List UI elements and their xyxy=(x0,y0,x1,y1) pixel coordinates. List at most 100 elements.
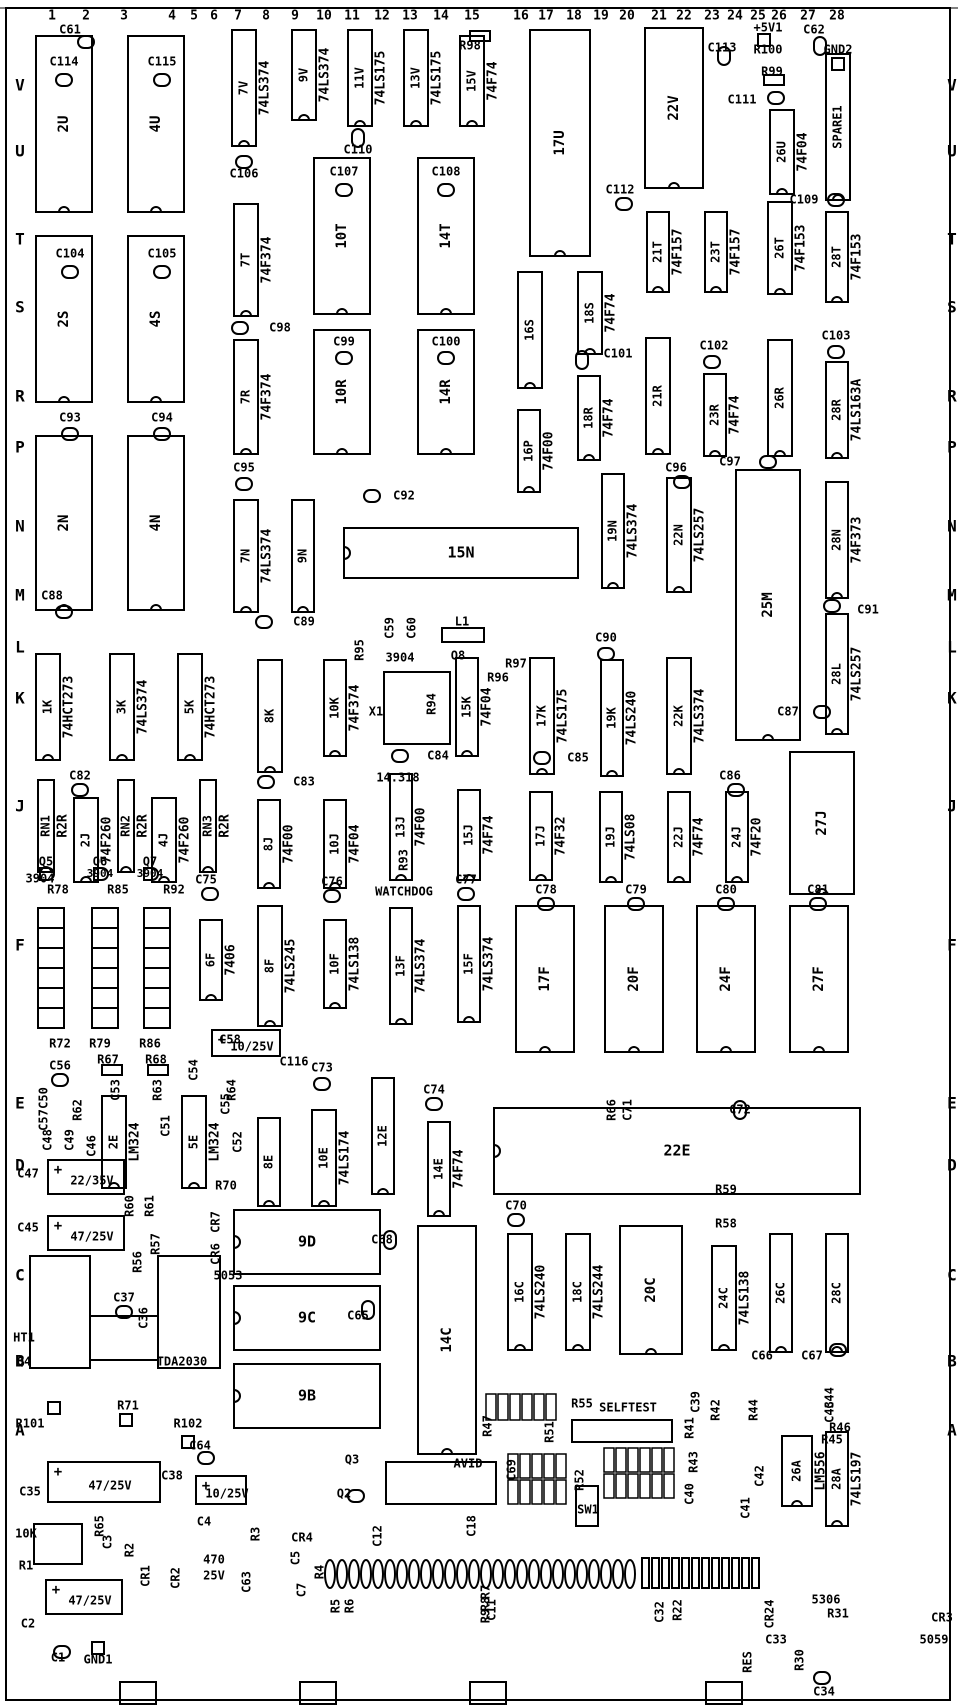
component-cr4: CR4 xyxy=(291,1531,313,1545)
chip-type: 74F153 xyxy=(794,225,809,272)
component-gnd2: GND2 xyxy=(824,43,852,71)
component-c43: C43 xyxy=(823,1401,837,1423)
component-label: R95 xyxy=(353,639,367,661)
pin1-notch xyxy=(58,396,70,403)
chip-designator: 15N xyxy=(447,544,474,562)
chip-type: 74F74 xyxy=(728,395,743,434)
edge-pad xyxy=(671,1557,680,1589)
chip-body xyxy=(233,499,259,613)
chip-body xyxy=(529,29,591,257)
component-label: R47 xyxy=(481,1415,495,1437)
chip-designator: 15J xyxy=(462,824,476,846)
chip-9n: 9N xyxy=(291,499,315,613)
row-letter: V xyxy=(15,76,25,95)
component-c55: C55 xyxy=(219,1093,233,1115)
chip-designator: 19K xyxy=(605,706,619,728)
component-r92: R92 xyxy=(163,883,185,897)
chip-type: 74LS197 xyxy=(850,1452,865,1507)
column-number: 13 xyxy=(402,9,418,24)
resistor-pack xyxy=(555,1479,567,1505)
component-c61: C61 xyxy=(59,23,95,49)
chip-designator: 21T xyxy=(651,241,665,263)
component-label: R102 xyxy=(174,1417,203,1431)
chip-body xyxy=(666,477,692,593)
mounting-notch xyxy=(299,1681,337,1705)
chip-body xyxy=(73,797,99,883)
chip-designator: 15K xyxy=(460,695,474,717)
component-label: C55 xyxy=(219,1093,233,1115)
component-label: C90 xyxy=(595,631,617,645)
component-c78: C78 xyxy=(535,883,557,911)
chip-type: 74F20 xyxy=(750,817,765,856)
chip-body xyxy=(825,1233,849,1353)
resistor-pack xyxy=(519,1479,531,1505)
chip-designator: 2J xyxy=(79,833,93,847)
component-value: 47/25V xyxy=(68,1594,111,1608)
chip-21r: 21R xyxy=(645,337,671,455)
chip-type: 74F74 xyxy=(692,817,707,856)
component-c77: C77 xyxy=(455,873,477,901)
component-label: R30 xyxy=(793,1649,807,1671)
component-q4: Q4 xyxy=(17,1355,31,1369)
chip-designator: 4S xyxy=(148,311,164,328)
chip-designator: 10T xyxy=(334,223,350,248)
component-label: C103 xyxy=(822,329,851,343)
chip-body xyxy=(323,799,347,889)
chip-type: 74HCT273 xyxy=(204,676,219,739)
chip-type: 74F260 xyxy=(178,816,193,863)
chip-body xyxy=(517,409,541,493)
chip-designator: 24J xyxy=(730,826,744,848)
component-r59: R59 xyxy=(715,1183,737,1197)
component-label: R96 xyxy=(487,671,509,685)
component-label: 3904 xyxy=(137,867,164,880)
chip-body xyxy=(769,1233,793,1353)
chip-body xyxy=(711,1245,737,1351)
chip-25m: 25M xyxy=(735,469,801,741)
edge-pad xyxy=(360,1559,372,1589)
resistor-pack xyxy=(555,1453,567,1479)
chip-type: 74F74 xyxy=(452,1149,467,1188)
mounting-notch xyxy=(119,1681,157,1705)
component-c94: C94 xyxy=(151,411,173,441)
component-c103: C103 xyxy=(822,329,851,359)
component-label: SELFTEST xyxy=(599,1401,657,1415)
component-r51: R51 xyxy=(543,1421,557,1443)
component-label: R59 xyxy=(715,1183,737,1197)
component-label: C58 xyxy=(219,1033,241,1047)
component-label: R4 xyxy=(313,1565,327,1579)
pin1-notch xyxy=(354,120,366,127)
chip-body xyxy=(599,791,623,883)
chip-type: 74LS174 xyxy=(338,1130,353,1185)
chip-type: 74LS374 xyxy=(260,528,275,583)
component-label: C94 xyxy=(151,411,173,425)
component-label: R85 xyxy=(107,883,129,897)
chip-24j: 24J 74F20 xyxy=(725,791,765,883)
row-letter: K xyxy=(947,689,957,708)
resistor-array xyxy=(37,967,65,989)
row-letter: F xyxy=(15,936,25,955)
edge-pad xyxy=(721,1557,730,1589)
chip-12e: 12E xyxy=(371,1077,395,1195)
chip-designator: 4N xyxy=(148,515,164,532)
component-label: C32 xyxy=(653,1601,667,1623)
chip-designator: 19N xyxy=(606,520,620,542)
component-c42: C42 xyxy=(753,1465,767,1487)
component-c48: C48 xyxy=(41,1129,55,1151)
edge-pad xyxy=(681,1557,690,1589)
resistor-array xyxy=(143,987,171,1009)
chip-body xyxy=(127,235,185,403)
resistor-pack xyxy=(485,1393,497,1421)
component-c111: C111 xyxy=(728,91,785,107)
component-r8: R8 xyxy=(479,1597,493,1611)
component-c59: C59 xyxy=(383,617,397,639)
pin1-notch xyxy=(463,874,475,881)
component-c80: C80 xyxy=(715,883,737,911)
component-c60: C60 xyxy=(405,617,419,639)
column-number: 14 xyxy=(433,9,449,24)
